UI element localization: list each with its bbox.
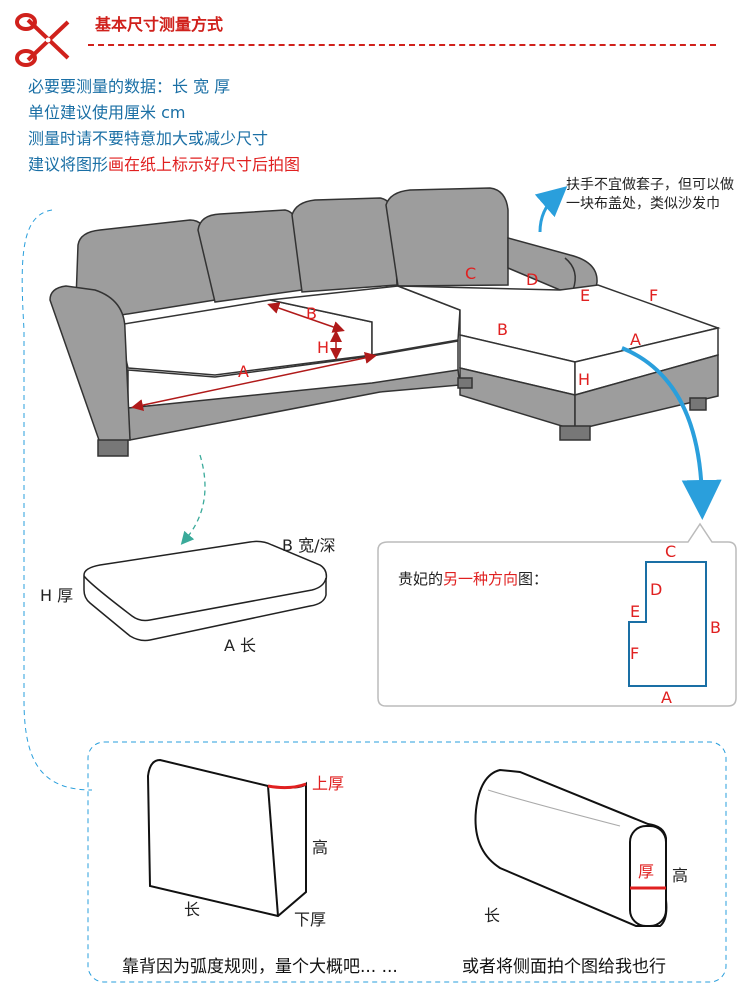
sofa-label-a2: A [630, 330, 641, 349]
instruction-line-3: 测量时请不要特意加大或减少尺寸 [28, 129, 269, 148]
back-cushion-3 [291, 197, 398, 293]
backrest-left-illustration [146, 758, 307, 918]
sofa-label-b: B [306, 304, 317, 323]
scissors-icon [15, 13, 70, 67]
armrest-note-line-2: 一块布盖处，类似沙发巾 [566, 196, 720, 212]
backrest-left-length: 长 [184, 900, 201, 919]
sofa-label-h2: H [578, 370, 591, 389]
instruction-line-4-prefix: 建议将图形 [28, 155, 109, 174]
sofa-label-b2: B [497, 320, 508, 339]
alt-view-suffix: 图： [518, 570, 549, 588]
cushion-label-a: A 长 [224, 636, 257, 655]
backrest-right-height: 高 [672, 866, 689, 885]
header-divider [88, 44, 716, 46]
cushion-label-h: H 厚 [40, 586, 74, 605]
backrest-left-top-thickness: 上厚 [312, 774, 345, 793]
armrest-note-line-1: 扶手不宜做套子，但可以做 [566, 177, 734, 193]
alt-view-highlight: 另一种方向 [443, 570, 519, 588]
armrest-note: 扶手不宜做套子，但可以做 一块布盖处，类似沙发巾 [566, 176, 734, 214]
instruction-line-1: 必要要测量的数据：长 宽 厚 [28, 77, 231, 96]
sofa-label-f: F [649, 286, 659, 305]
chaise-front-base [574, 354, 719, 431]
right-armrest [507, 237, 598, 291]
backrest-left-caption: 靠背因为弧度规则，量个大概吧... ... [122, 957, 398, 977]
left-armrest [49, 285, 131, 444]
alt-label-e: E [630, 602, 641, 621]
sofa-label-e: E [580, 286, 591, 305]
backrest-left-height: 高 [312, 838, 329, 857]
backrest-left-bottom-thickness: 下厚 [294, 910, 327, 929]
alt-label-d: D [650, 580, 663, 599]
cushion-illustration [83, 540, 328, 642]
sofa-label-h: H [317, 338, 330, 357]
backrest-right-thickness: 厚 [638, 862, 655, 881]
sofa-label-a: A [238, 362, 249, 381]
alt-view-caption: 贵妃的另一种方向图： [398, 568, 548, 589]
instruction-line-2: 单位建议使用厘米 cm [28, 103, 186, 122]
alt-label-f: F [630, 644, 640, 663]
page-title: 基本尺寸测量方式 [95, 15, 224, 34]
alt-view-arrow [621, 346, 722, 520]
backrest-right-illustration [474, 768, 668, 927]
alt-label-c: C [665, 542, 677, 561]
alt-view-shape [628, 561, 707, 687]
backrest-right-length: 长 [484, 906, 501, 925]
alt-label-b: B [710, 618, 721, 637]
sofa-label-d: D [526, 270, 539, 289]
guide-curve-left [21, 209, 93, 791]
backrest-right-caption: 或者将侧面拍个图给我也行 [462, 957, 666, 977]
cushion-arrow [180, 454, 206, 545]
measure-a-arrow [131, 352, 377, 411]
instruction-line-4: 建议将图形画在纸上标示好尺寸后拍图 [28, 153, 300, 177]
armrest-note-arrow [534, 186, 568, 233]
sofa-label-c: C [465, 264, 477, 283]
alt-view-prefix: 贵妃的 [398, 570, 444, 588]
back-cushion-2 [197, 209, 303, 303]
back-cushion-4 [385, 187, 509, 287]
alt-label-a: A [661, 688, 672, 707]
measure-b-arrow [267, 302, 345, 333]
instruction-line-4-highlight: 画在纸上标示好尺寸后拍图 [108, 155, 301, 174]
cushion-label-b: B 宽/深 [282, 536, 336, 555]
sofa-illustration [49, 187, 721, 457]
